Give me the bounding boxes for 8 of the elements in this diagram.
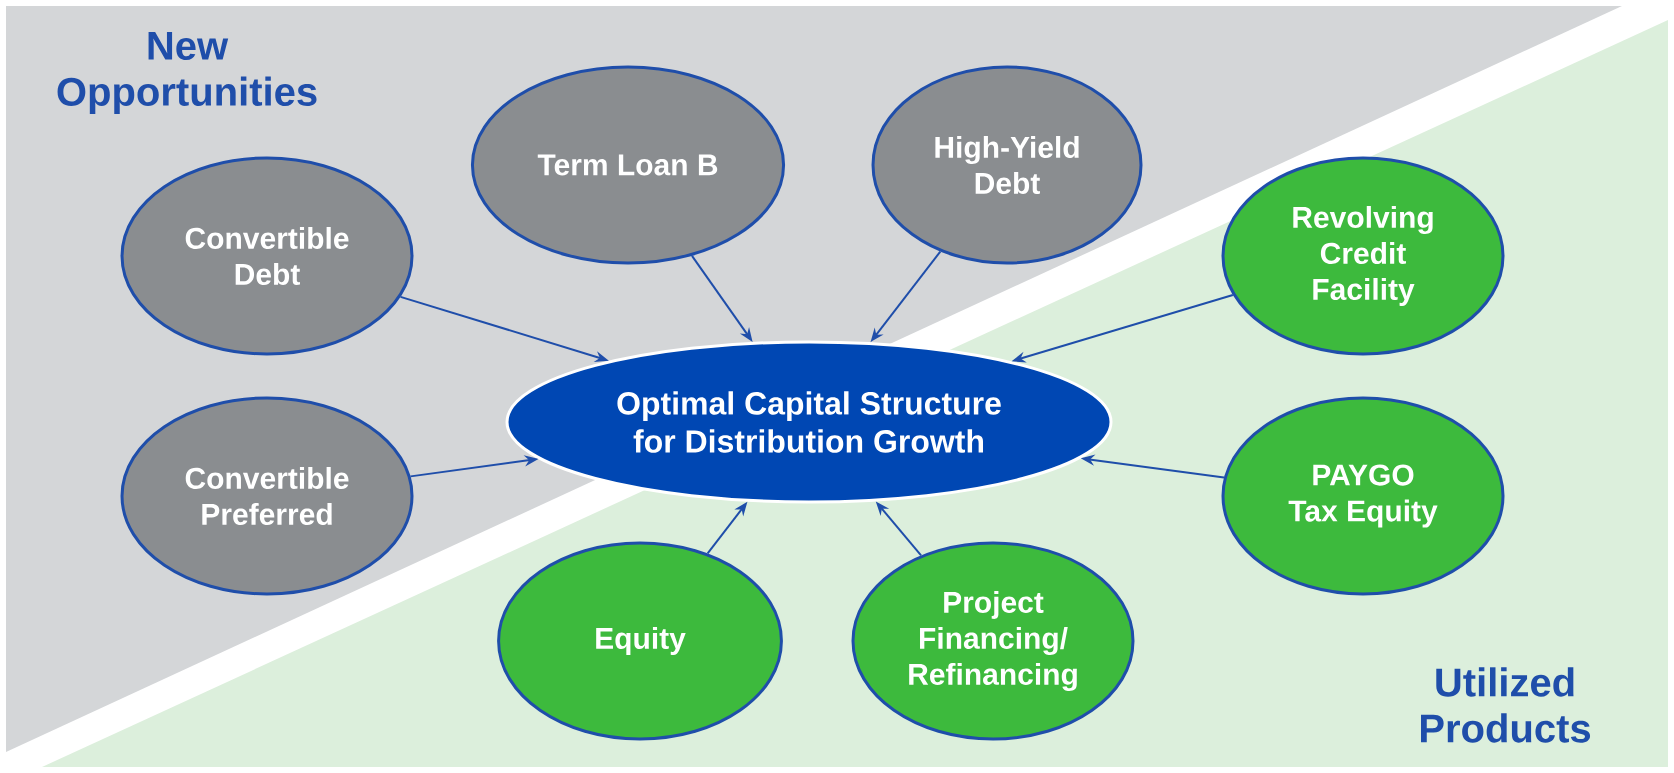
- oval-node: Convertible Preferred: [120, 396, 414, 596]
- oval-node: Equity: [497, 541, 783, 741]
- oval-node: Convertible Debt: [120, 156, 414, 356]
- oval-node: High-Yield Debt: [871, 65, 1143, 265]
- oval-node: Revolving Credit Facility: [1221, 156, 1505, 356]
- oval-node: PAYGO Tax Equity: [1221, 396, 1505, 596]
- oval-node: Project Financing/ Refinancing: [851, 541, 1135, 741]
- oval-node: Term Loan B: [470, 65, 786, 265]
